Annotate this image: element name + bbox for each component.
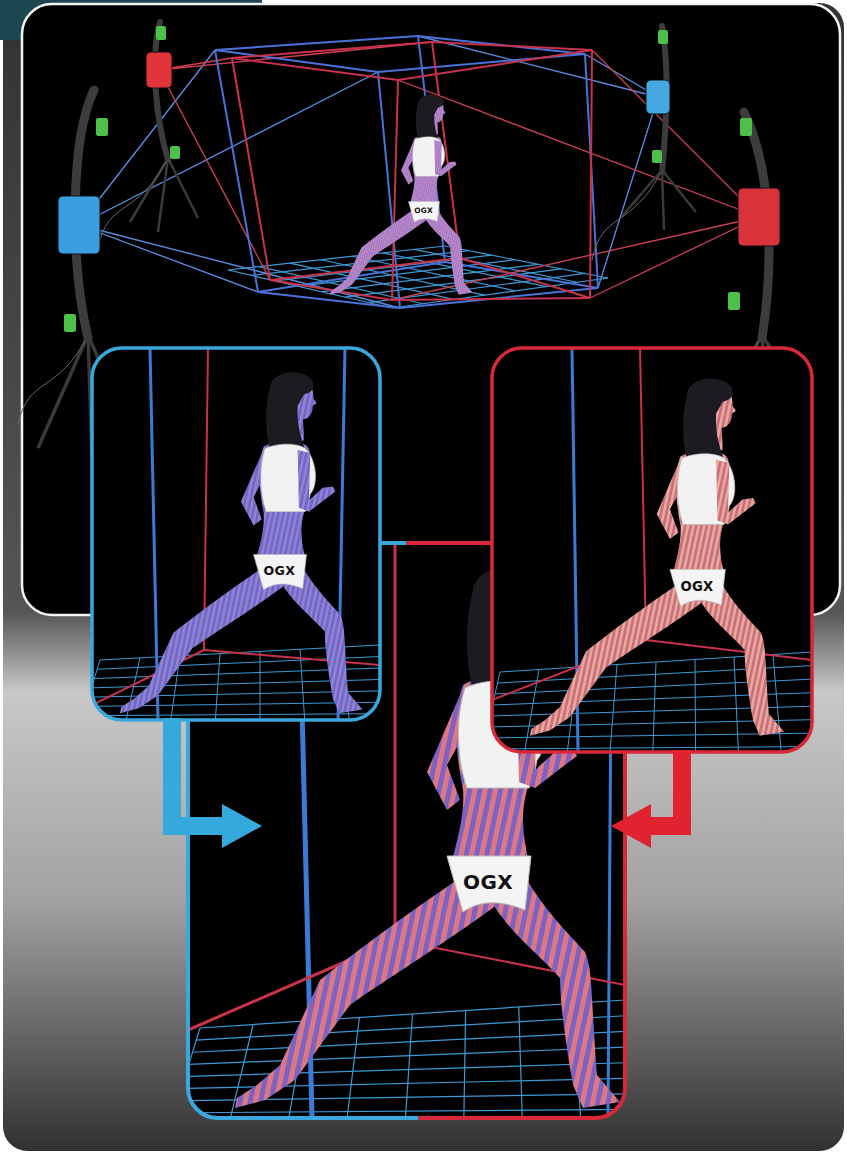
floor-grid-line — [189, 1047, 625, 1065]
tripod-leg — [38, 335, 88, 448]
camera-frustum-line — [79, 225, 400, 308]
view-wireframe-line — [150, 348, 158, 720]
capture-scene-panel: OGX — [22, 4, 840, 615]
panel-ground — [92, 348, 380, 720]
floor-grid-line — [653, 662, 657, 752]
floor-grid-line — [260, 651, 261, 720]
floor-grid-line — [188, 1109, 625, 1113]
marker-light — [64, 314, 76, 332]
floor-grid-line — [346, 1018, 359, 1119]
view-wireframe-line — [204, 650, 380, 665]
camera-frustum-line — [418, 36, 658, 97]
marker-light — [652, 150, 662, 163]
camera-frustum-line — [79, 225, 258, 292]
floor-grid-line — [492, 747, 812, 750]
logo-text: OGX — [680, 580, 713, 593]
capture-volume-edge — [432, 42, 592, 50]
floor-grid-line — [215, 654, 220, 720]
tripod-leg — [662, 170, 664, 230]
camera-tripod — [592, 26, 696, 260]
capture-volume-edge — [392, 80, 398, 300]
capture-volume-edge — [378, 72, 400, 308]
runner-figure — [530, 378, 784, 735]
capture-volume-edge — [232, 58, 270, 280]
marker-light — [658, 30, 668, 44]
merge-arrow — [172, 718, 262, 848]
camera-body — [646, 80, 670, 114]
tripod-leg — [622, 170, 662, 216]
camera-frustum-line — [598, 97, 658, 288]
tripod-cable — [18, 335, 88, 425]
floor-grid-line — [773, 655, 782, 753]
arrow-shaft — [172, 718, 224, 826]
arrow-head — [222, 804, 262, 848]
camera-view-panel — [80, 348, 395, 725]
marker-light — [740, 118, 752, 136]
camera-frustum-line — [590, 217, 759, 298]
floor-grid-line — [695, 660, 697, 753]
panel-outline — [492, 348, 812, 752]
capture-volume-edge — [232, 58, 398, 80]
tripod-leg — [168, 158, 198, 218]
marker-light — [156, 26, 166, 40]
camera-view-panel: OGX — [492, 348, 812, 752]
floor-grid-line — [405, 1014, 413, 1118]
runner-figure — [120, 372, 363, 713]
camera-frustum-line — [159, 70, 270, 280]
camera-tripod — [98, 22, 198, 248]
arrow-head — [611, 804, 651, 848]
capture-volume-edge — [445, 262, 598, 288]
tripod-cable — [98, 158, 168, 248]
floor-grid-line — [445, 246, 608, 278]
runner-figure — [330, 95, 472, 295]
capture-volume-edge — [392, 298, 590, 300]
tripod-leg — [662, 170, 696, 212]
capture-volume-edge — [270, 280, 392, 300]
camera-body — [146, 52, 172, 88]
merged-view-panel: OGX — [188, 543, 625, 1118]
logo-text: OGX — [414, 207, 433, 214]
capture-volume-edge — [398, 50, 592, 80]
view-wireframe — [92, 348, 380, 720]
view-wireframe — [492, 348, 812, 752]
floor-grid-line — [519, 1007, 523, 1118]
camera-view-panel: OGX — [92, 348, 380, 720]
panel-outline — [92, 348, 380, 720]
camera-pole — [155, 22, 168, 160]
floor-grid-line — [188, 1063, 625, 1077]
capture-volume-edge — [215, 36, 418, 50]
capture-volume-edge — [460, 258, 590, 298]
capture-volume-edge — [232, 42, 432, 58]
camera-body — [58, 196, 100, 254]
merge-arrow — [611, 750, 682, 848]
view-wireframe-line — [92, 348, 208, 705]
camera-body — [738, 188, 780, 246]
capture-volume-edge — [590, 50, 592, 298]
marker-light — [728, 292, 740, 310]
logo-text: OGX — [264, 565, 296, 578]
floor-grid-line — [464, 1011, 466, 1119]
capture-volume-edge — [258, 292, 400, 308]
floor-grid-line — [300, 649, 305, 720]
floor-grid-line — [609, 665, 617, 753]
marker-light — [96, 118, 108, 136]
marker-light — [170, 146, 180, 159]
camera-view-panel — [480, 348, 825, 760]
tripod-leg — [158, 158, 168, 232]
arrow-shaft — [649, 750, 682, 826]
floor-grid-line — [734, 657, 739, 752]
tripod-cable — [592, 170, 662, 260]
floor-grid-line — [188, 1078, 625, 1089]
logo-text: OGX — [463, 872, 513, 892]
camera-frustum-line — [592, 50, 759, 217]
